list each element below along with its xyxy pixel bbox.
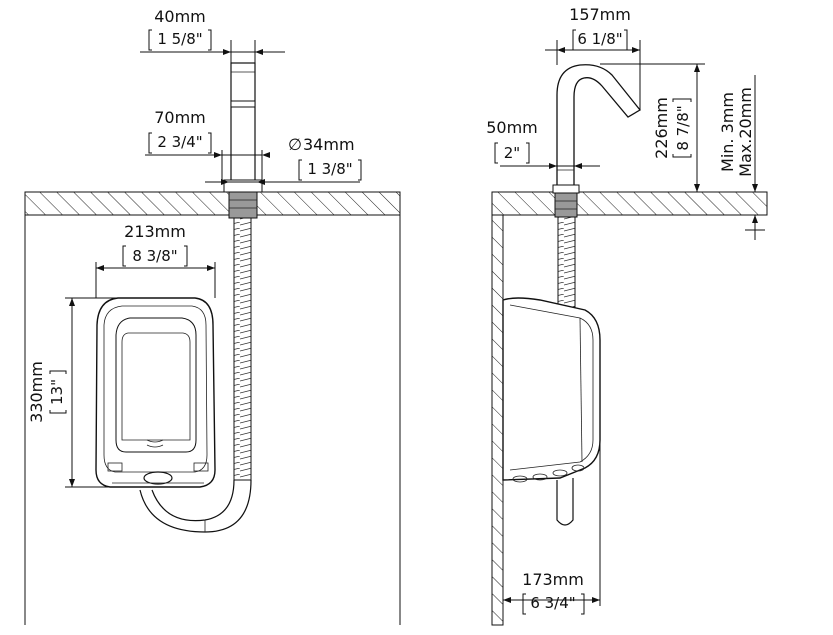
dim-spout-reach: 157mm 6 1/8" [545,5,641,110]
dim-hole-diameter-symbol: ∅ [288,135,302,154]
dim-spout-base-depth-mm: 50mm [486,118,538,137]
dim-unit-width-mm: 213mm [124,222,186,241]
dim-spout-base-width-inch: 2 3/4" [157,133,202,151]
dim-spout-base-depth-inch: 2" [504,144,520,162]
side-view: 157mm 6 1/8" 50mm 2" 226mm 8 7/8" [486,5,768,626]
dim-hole-diameter-inch: 1 3/8" [307,160,352,178]
dim-unit-depth-mm: 173mm [522,570,584,589]
side-counter-slab [491,191,768,216]
dim-unit-depth-inch: 6 3/4" [530,594,575,612]
front-spout [223,62,263,219]
dim-unit-width: 213mm 8 3/8" [95,222,216,298]
dim-unit-depth: 173mm 6 3/4" [503,440,601,615]
front-dryer-unit [95,297,216,488]
dim-spout-height: 226mm 8 7/8" [600,63,705,192]
dim-spout-height-inch: 8 7/8" [674,105,692,150]
dim-spout-base-width: 70mm 2 3/4" [145,108,270,180]
dim-hole-diameter: ∅ 34mm 1 3/8" [205,135,362,185]
dim-hole-diameter-mm: 34mm [303,135,355,154]
dim-spout-base-width-mm: 70mm [154,108,206,127]
dim-spout-width-mm: 40mm [154,7,206,26]
dim-unit-width-inch: 8 3/8" [132,247,177,265]
dim-counter-thickness-max: Max.20mm [736,87,755,177]
dim-spout-height-mm: 226mm [652,97,671,159]
side-spout [552,64,641,218]
front-view: 40mm 1 5/8" 70mm 2 3/4" ∅ 34mm 1 3/8" [24,7,401,625]
front-counter-slab [24,191,401,216]
dim-counter-thickness-min: Min. 3mm [718,92,737,172]
dim-spout-width-inch: 1 5/8" [157,30,202,48]
side-hose [557,216,576,308]
dim-spout-base-depth: 50mm 2" [486,118,600,169]
dim-spout-reach-mm: 157mm [569,5,631,24]
dim-unit-height-mm: 330mm [27,361,46,423]
front-hose [139,217,252,533]
dim-spout-width: 40mm 1 5/8" [140,7,285,63]
dim-counter-thickness: Min. 3mm Max.20mm [718,75,765,240]
dim-spout-reach-inch: 6 1/8" [577,30,622,48]
front-cabinet-outline [24,215,401,625]
dim-unit-height-inch: 13" [48,379,66,405]
side-wall [491,214,504,626]
side-dryer-unit [502,297,601,526]
dim-unit-height: 330mm 13" [27,297,118,488]
